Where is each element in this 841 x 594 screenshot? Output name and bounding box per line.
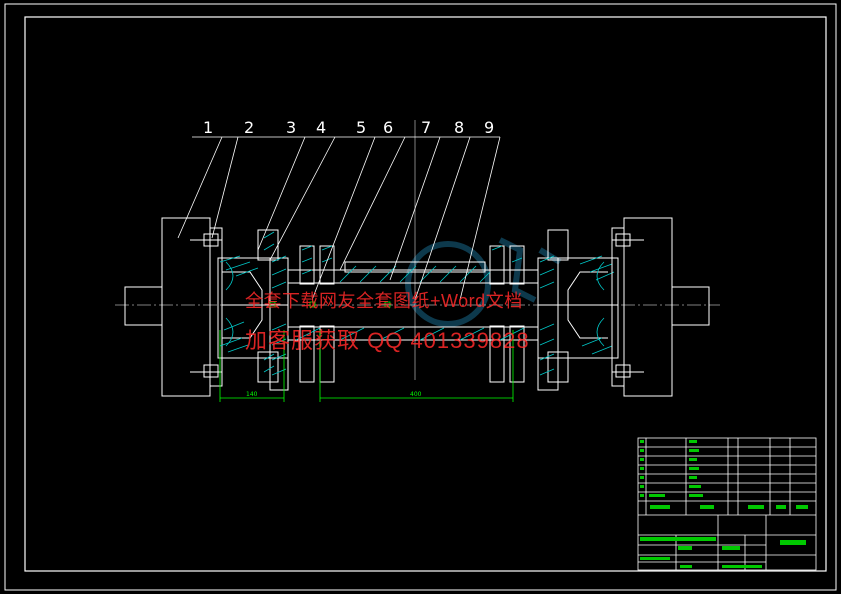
leader-lines [177, 136, 501, 301]
title-block-fills [640, 440, 808, 568]
part-label-4: 4 [316, 118, 326, 137]
part-label-5: 5 [356, 118, 366, 137]
part-label-3: 3 [286, 118, 296, 137]
part-label-9: 9 [484, 118, 494, 137]
part-label-2: 2 [244, 118, 254, 137]
left-drum [124, 217, 223, 397]
outer-border [4, 3, 837, 591]
watermark-text-line2: 加客服获取 QQ 401339828 [245, 328, 530, 353]
part-label-1: 1 [203, 118, 213, 137]
left-hatch [219, 231, 287, 376]
right-bearing-housing [537, 229, 619, 391]
right-hatch [539, 255, 615, 376]
watermark-text-line1: 全套下载网友全套图纸+Word文档 [245, 291, 523, 311]
part-labels: 1 2 3 4 5 6 7 8 9 [203, 118, 494, 137]
dimension-140: 140 [246, 391, 258, 398]
dimension-text: 140 400 [246, 391, 422, 398]
inner-border [24, 16, 827, 572]
right-drum [611, 217, 710, 397]
title-block [637, 437, 817, 571]
dimension-400: 400 [410, 391, 422, 398]
part-label-6: 6 [383, 118, 393, 137]
part-label-8: 8 [454, 118, 464, 137]
part-label-7: 7 [421, 118, 431, 137]
central-hatch [295, 245, 525, 341]
dimension-lines [219, 301, 514, 402]
